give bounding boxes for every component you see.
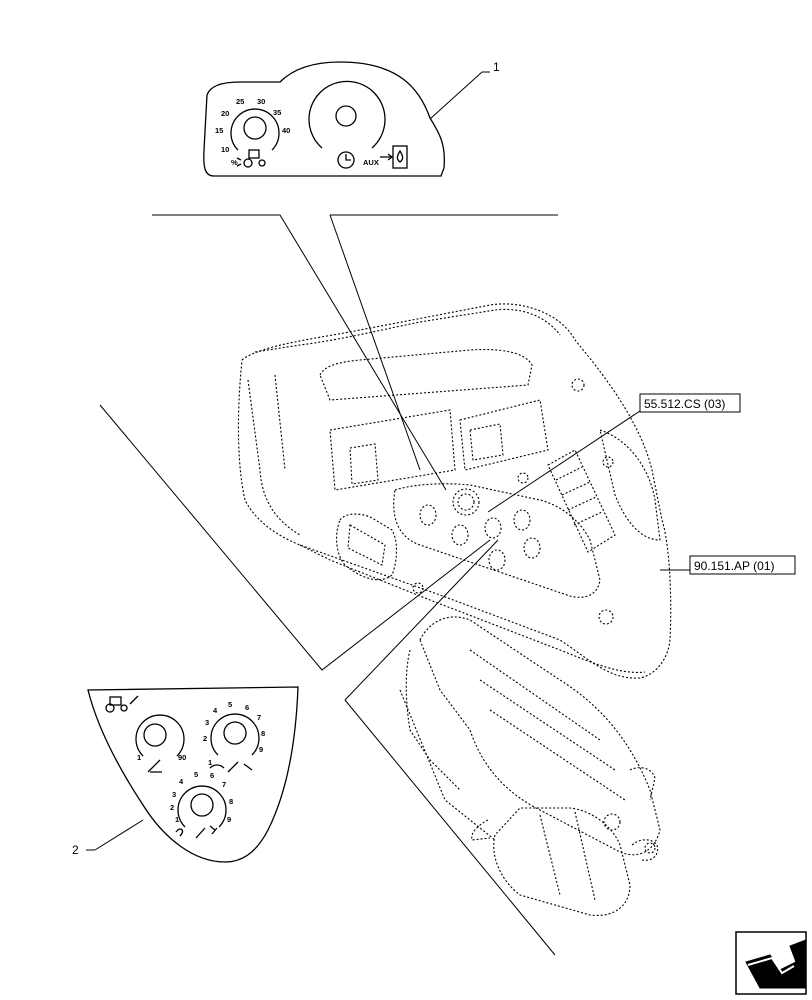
panel-1-outline <box>203 61 446 177</box>
ref-box-90-151: 90.151.AP (01) <box>689 555 796 575</box>
aux-dial-knob <box>335 105 357 127</box>
timer-icon <box>337 151 355 169</box>
callout-2-number: 2 <box>72 843 79 857</box>
dial-c-tick-5: 5 <box>194 770 198 779</box>
hitch-height-icon <box>147 759 162 773</box>
dial-c-tick-2: 2 <box>170 803 174 812</box>
dial-b-scale <box>210 713 260 756</box>
draft-icon <box>175 828 184 837</box>
dial-c-tick-6: 6 <box>210 771 214 780</box>
dial-a-scale <box>135 714 185 757</box>
slip-tick-6: 40 <box>282 126 290 135</box>
dial-a-tick-max: 90 <box>178 753 186 762</box>
dial-c-tick-4: 4 <box>179 777 184 786</box>
control-panel-2 <box>87 686 299 863</box>
dial-c-tick-7: 7 <box>222 780 226 789</box>
lowering-speed-icon <box>195 825 218 839</box>
slip-tick-3: 25 <box>236 97 244 106</box>
leader-lines <box>99 214 690 956</box>
dial-a-tick-min: 1 <box>137 753 141 762</box>
slip-tick-0: 10 <box>221 145 229 154</box>
dial-b-tick-5: 5 <box>228 700 232 709</box>
dial-c-scale <box>177 785 227 828</box>
ref-90-151-label: 90.151.AP (01) <box>694 559 775 573</box>
callout-1-number: 1 <box>493 60 500 74</box>
ref-55-512-label: 55.512.CS (03) <box>644 397 725 411</box>
dial-c-tick-9: 9 <box>227 815 231 824</box>
slip-unit-label: % <box>231 158 238 167</box>
ref-box-55-512: 55.512.CS (03) <box>487 393 741 513</box>
callout-item-1: 1 <box>429 60 500 120</box>
panel-2-ticks: 1 90 1 2 3 4 5 6 7 8 9 1 2 3 4 5 6 7 8 9 <box>137 700 265 824</box>
dial-c-tick-1: 1 <box>175 815 179 824</box>
dial-c-tick-3: 3 <box>172 790 176 799</box>
hitch-position-icon <box>209 761 253 773</box>
slip-tick-5: 35 <box>273 108 281 117</box>
slip-dial-knob <box>243 116 267 140</box>
aux-label: AUX <box>363 158 379 167</box>
dial-b-tick-8: 8 <box>261 729 265 738</box>
dial-b-tick-9: 9 <box>259 745 263 754</box>
dial-b-tick-1: 1 <box>208 758 212 767</box>
panel-1-ticks: 10 15 20 25 30 35 40 % AUX <box>215 97 379 167</box>
dial-b-tick-2: 2 <box>203 734 207 743</box>
armrest-console <box>237 303 672 916</box>
panel-2-outline <box>87 686 299 863</box>
dial-b-tick-7: 7 <box>257 713 261 722</box>
dial-b-tick-6: 6 <box>245 703 249 712</box>
dial-b-tick-3: 3 <box>205 718 209 727</box>
slip-tick-1: 15 <box>215 126 223 135</box>
aux-dial-scale <box>308 80 386 149</box>
callout-item-2: 2 <box>72 819 144 857</box>
next-page-arrow-icon[interactable] <box>735 931 807 995</box>
tractor-slip-icon <box>236 149 266 168</box>
slip-tick-2: 20 <box>221 109 229 118</box>
dial-c-knob <box>190 793 214 817</box>
dial-b-tick-4: 4 <box>213 706 218 715</box>
dial-a-knob <box>143 723 167 747</box>
slip-dial-scale <box>230 108 280 151</box>
slip-tick-4: 30 <box>257 97 265 106</box>
dial-c-tick-8: 8 <box>229 797 233 806</box>
control-panel-1 <box>203 61 446 177</box>
tractor-implement-icon <box>105 695 139 713</box>
aux-hydraulic-icon <box>380 145 408 169</box>
dial-b-knob <box>223 721 247 745</box>
